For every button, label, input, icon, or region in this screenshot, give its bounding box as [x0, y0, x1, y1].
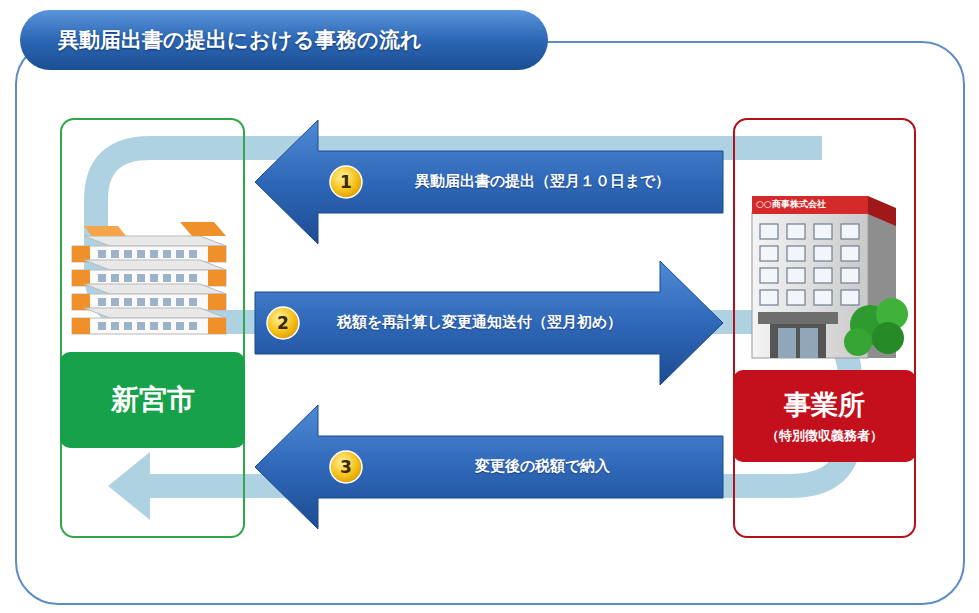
entity-role: （特別徴収義務者） — [766, 427, 883, 445]
city-hall-illustration — [72, 222, 226, 334]
callout-number: 2 — [268, 308, 298, 338]
window — [163, 250, 171, 258]
window — [814, 246, 832, 261]
window — [841, 290, 859, 305]
window — [787, 224, 805, 239]
window-grid — [760, 224, 859, 305]
window — [163, 298, 171, 306]
slab-end — [72, 318, 90, 334]
slab-top — [84, 284, 226, 294]
window — [760, 290, 778, 305]
entity-name: 事業所 — [784, 387, 865, 423]
window — [137, 250, 145, 258]
label-panel: 新宮市 — [60, 352, 245, 448]
window — [150, 250, 158, 258]
window — [841, 246, 859, 261]
window — [189, 322, 197, 330]
flow-loop-head — [108, 452, 150, 520]
window — [841, 268, 859, 283]
roof-block — [180, 222, 226, 236]
entrance-canopy — [758, 312, 838, 324]
roof-side — [868, 196, 896, 226]
window — [189, 274, 197, 282]
window — [124, 250, 132, 258]
slab-front — [72, 318, 226, 334]
label-panel: 事業所 （特別徴収義務者） — [733, 370, 916, 462]
window — [137, 274, 145, 282]
entrance-door — [770, 324, 826, 358]
slab-end — [208, 246, 226, 262]
window — [124, 298, 132, 306]
diagram-title: 異動届出書の提出における事務の流れ — [58, 26, 422, 54]
office-building-illustration — [752, 196, 908, 358]
window — [124, 274, 132, 282]
window — [150, 322, 158, 330]
window — [124, 322, 132, 330]
flow-arrow — [255, 405, 723, 529]
callout-circle — [330, 166, 362, 198]
window — [814, 224, 832, 239]
window — [163, 274, 171, 282]
window — [189, 298, 197, 306]
window — [111, 274, 119, 282]
window — [98, 298, 106, 306]
slab-end — [208, 294, 226, 310]
window — [98, 274, 106, 282]
slab-top — [84, 260, 226, 270]
window — [163, 322, 171, 330]
roof-block — [84, 226, 126, 236]
callout-circle — [330, 451, 362, 483]
window — [98, 250, 106, 258]
window — [760, 224, 778, 239]
window — [111, 322, 119, 330]
window — [137, 298, 145, 306]
window — [787, 268, 805, 283]
callout-number: 3 — [331, 452, 361, 482]
arrow-group — [255, 120, 723, 529]
window — [176, 250, 184, 258]
roof-sign-band — [752, 196, 868, 214]
window — [760, 268, 778, 283]
window — [787, 290, 805, 305]
window — [814, 290, 832, 305]
company-sign: ○○商事株式会社 — [756, 198, 826, 211]
window — [841, 224, 859, 239]
outer-frame — [16, 42, 964, 604]
title-pill — [20, 10, 548, 70]
title-band: 異動届出書の提出における事務の流れ — [30, 12, 540, 68]
entity-box: 事業所 （特別徴収義務者） — [733, 118, 916, 538]
tree — [844, 328, 872, 356]
window — [98, 322, 106, 330]
window — [176, 274, 184, 282]
callout-number: 1 — [331, 167, 361, 197]
window — [137, 322, 145, 330]
slab-end — [208, 318, 226, 334]
tree — [872, 322, 904, 354]
window — [176, 298, 184, 306]
window — [814, 268, 832, 283]
window — [189, 250, 197, 258]
slab-top — [84, 236, 226, 246]
arrow-label: 変更後の税額で納入 — [370, 457, 715, 476]
arrow-label: 税額を再計算し変更通知送付（翌月初め） — [307, 313, 652, 332]
callout-circle — [267, 307, 299, 339]
entity-box: 新宮市 — [60, 118, 245, 538]
window — [787, 246, 805, 261]
door-glass — [778, 328, 796, 358]
slab-top — [84, 308, 226, 318]
slab-end — [208, 270, 226, 286]
window — [111, 298, 119, 306]
entity-name: 新宮市 — [111, 381, 195, 419]
window — [176, 322, 184, 330]
window — [111, 250, 119, 258]
arrow-label: 異動届出書の提出（翌月１０日まで） — [370, 172, 715, 191]
flow-arrow — [255, 120, 723, 244]
window — [150, 274, 158, 282]
window — [760, 246, 778, 261]
flow-arrow — [255, 261, 723, 385]
door-glass — [800, 328, 818, 358]
window — [150, 298, 158, 306]
